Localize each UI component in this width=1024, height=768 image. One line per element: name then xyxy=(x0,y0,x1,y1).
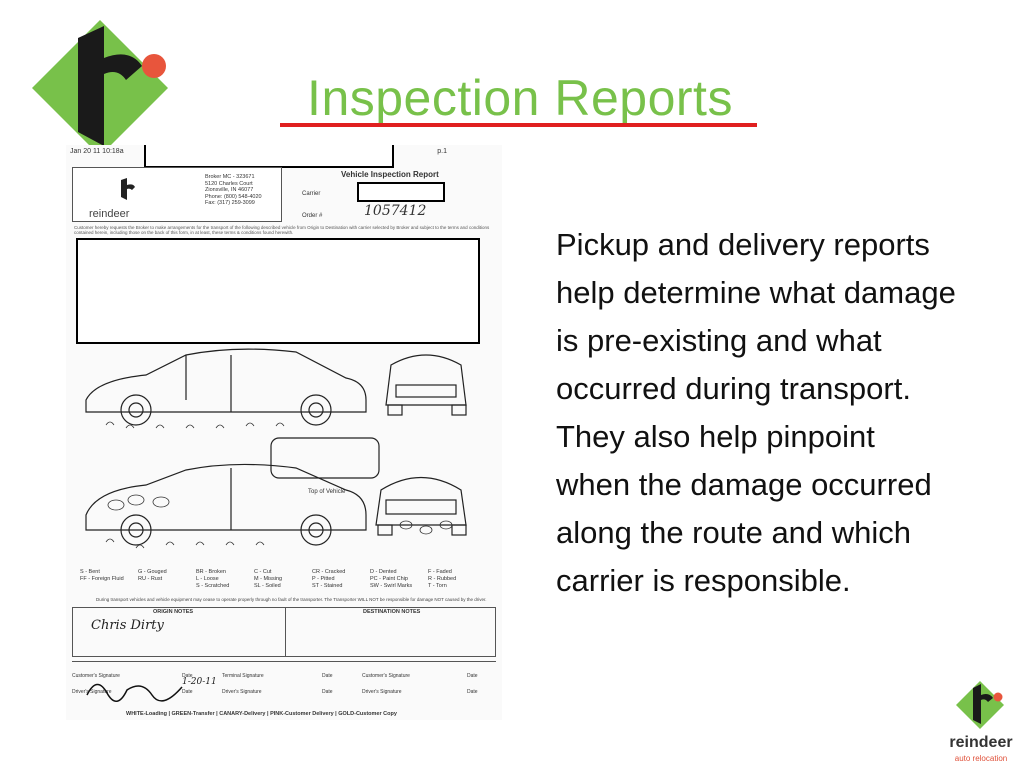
fax-timestamp: Jan 20 11 10:18a xyxy=(70,148,124,155)
notes-table: ORIGIN NOTES DESTINATION NOTES Chris Dir… xyxy=(72,607,496,657)
report-header-box: reindeer Broker MC - 323671 5120 Charles… xyxy=(72,167,282,222)
origin-notes-handwriting: Chris Dirty xyxy=(91,618,164,633)
slide-title: Inspection Reports xyxy=(307,70,733,126)
inspection-report-scan: Jan 20 11 10:18a p.1 reindeer Broker MC … xyxy=(66,145,502,720)
copy-distribution-footer: WHITE-Loading | GREEN-Transfer | CANARY-… xyxy=(126,711,397,717)
signature-area: Customer's Signature Date Terminal Signa… xyxy=(72,661,496,707)
destination-notes-header: DESTINATION NOTES xyxy=(363,609,421,615)
broker-address: Broker MC - 323671 5120 Charles Court Zi… xyxy=(205,174,262,206)
header-logo-label: reindeer xyxy=(89,208,130,220)
order-label: Order # xyxy=(302,213,323,219)
fax-page-number: p.1 xyxy=(437,148,447,155)
handwritten-signature xyxy=(86,683,183,702)
redaction-box xyxy=(144,145,394,168)
report-title: Vehicle Inspection Report xyxy=(341,170,439,179)
vehicle-damage-diagram: Top of Vehicle xyxy=(85,348,467,549)
reindeer-mini-logo xyxy=(121,178,135,200)
title-underline xyxy=(280,123,757,127)
brand-tagline: auto relocation xyxy=(954,754,1008,763)
top-of-vehicle-label: Top of Vehicle xyxy=(308,489,346,495)
reindeer-small-logo xyxy=(956,681,1004,729)
reindeer-logo xyxy=(32,20,168,156)
order-number: 1057412 xyxy=(364,203,427,219)
slide-body-text: Pickup and delivery reports help determi… xyxy=(556,227,956,598)
terms-fine-print: Customer hereby requests the Broker to m… xyxy=(74,225,490,235)
signature-date-handwriting: 1-20-11 xyxy=(182,677,217,687)
brand-name: reindeer xyxy=(949,734,1013,751)
redaction-box xyxy=(357,182,445,202)
carrier-label: Carrier xyxy=(302,191,321,197)
redaction-box xyxy=(76,238,480,344)
origin-notes-header: ORIGIN NOTES xyxy=(153,609,194,615)
transport-notice: During transport vehicles and vehicle eq… xyxy=(96,597,487,602)
